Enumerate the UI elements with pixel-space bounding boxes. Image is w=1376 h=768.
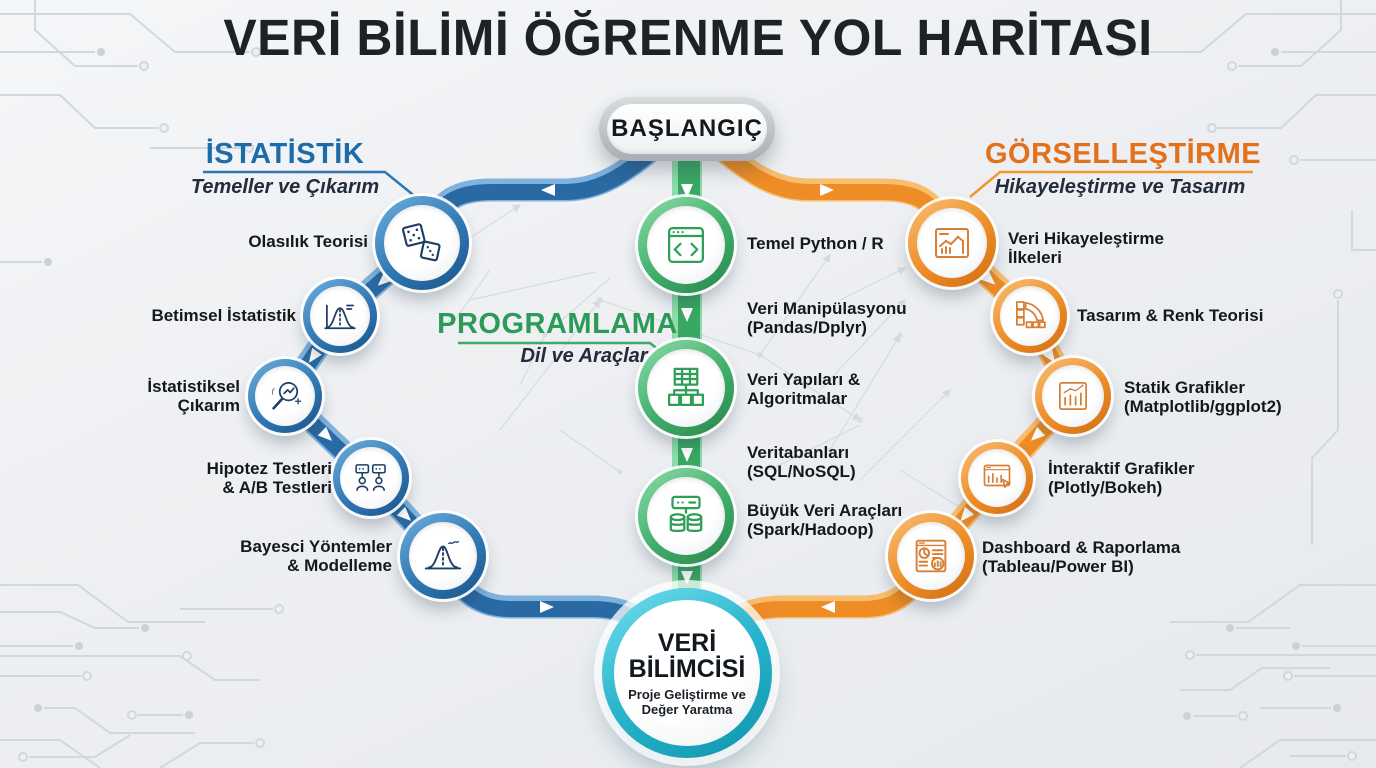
- node-hipotez-testleri: [333, 440, 409, 516]
- label-temel-python-r: Temel Python / R: [747, 234, 884, 253]
- table-tree-icon: [668, 367, 704, 406]
- node-temel-python-r: [638, 197, 734, 293]
- node-buyuk-veri: [638, 468, 734, 564]
- node-veri-yapilari: [638, 340, 734, 436]
- color-palette-icon: [1016, 301, 1046, 329]
- node-veri-hikayelestirme: [908, 199, 996, 287]
- node-interaktif-grafikler: [961, 442, 1033, 514]
- ab-test-icon: [355, 464, 386, 492]
- statistics-branch-title: İSTATİSTİK: [205, 138, 365, 170]
- bar-chart-icon: [1059, 382, 1087, 410]
- code-window-icon: [668, 227, 704, 263]
- bayes-curve-icon: [424, 540, 462, 570]
- programming-branch-subtitle: Dil ve Araçlar: [520, 345, 648, 367]
- label-olasilik-teorisi: Olasılık Teorisi: [248, 232, 368, 251]
- label-hipotez-testleri: Hipotez Testleri& A/B Testleri: [206, 459, 332, 497]
- veri-bilimcisi-node: VERİ BİLİMCİSİ Proje Geliştirme ve Değer…: [602, 588, 772, 758]
- dice-icon: [401, 223, 441, 262]
- start-node: BAŞLANGIÇ: [599, 97, 775, 161]
- label-bayesci-yontemler: Bayesci Yöntemler& Modelleme: [240, 537, 392, 575]
- server-database-icon: [669, 495, 703, 533]
- label-veri-yapilari: Veri Yapıları &Algoritmalar: [747, 370, 861, 408]
- visualization-branch-title: GÖRSELLEŞTİRME: [985, 138, 1262, 170]
- label-interaktif-grafikler: İnteraktif Grafikler(Plotly/Bokeh): [1048, 459, 1195, 497]
- label-dashboard-raporlama: Dashboard & Raporlama(Tableau/Power BI): [982, 538, 1181, 576]
- label-veritabanlari: Veritabanları(SQL/NoSQL): [747, 443, 856, 481]
- final-node-title: VERİ BİLİMCİSİ: [628, 628, 746, 683]
- node-bayesci-yontemler: [400, 513, 486, 599]
- start-label: BAŞLANGIÇ: [607, 104, 767, 154]
- node-betimsel-istatistik: [303, 279, 377, 353]
- label-buyuk-veri: Büyük Veri Araçları(Spark/Hadoop): [747, 501, 903, 539]
- node-istatistiksel-cikarim: ƒ: [248, 359, 322, 433]
- label-tasarim-renk: Tasarım & Renk Teorisi: [1077, 306, 1264, 325]
- node-statik-grafikler: [1035, 358, 1111, 434]
- magnifier-formula-icon: ƒ: [271, 382, 302, 410]
- statistics-branch-subtitle: Temeller ve Çıkarım: [190, 176, 380, 198]
- svg-text:ƒ: ƒ: [271, 386, 275, 395]
- visualization-branch-subtitle: Hikayeleştirme ve Tasarım: [994, 176, 1246, 198]
- node-olasilik-teorisi: [375, 196, 469, 290]
- final-node-subtitle: Proje Geliştirme ve Değer Yaratma: [628, 686, 746, 717]
- distribution-curve-icon: [324, 304, 356, 330]
- programming-branch-title: PROGRAMLAMA: [437, 308, 678, 340]
- road-arrows: [308, 184, 1055, 613]
- label-betimsel-istatistik: Betimsel İstatistik: [151, 306, 296, 325]
- page-title: VERİ BİLİMİ ÖĞRENME YOL HARİTASI: [223, 9, 1153, 66]
- dashboard-report-icon: [915, 539, 947, 573]
- label-veri-manipulasyonu: Veri Manipülasyonu(Pandas/Dplyr): [747, 299, 907, 337]
- label-statik-grafikler: Statik Grafikler(Matplotlib/ggplot2): [1124, 378, 1282, 416]
- node-tasarim-renk: [993, 279, 1067, 353]
